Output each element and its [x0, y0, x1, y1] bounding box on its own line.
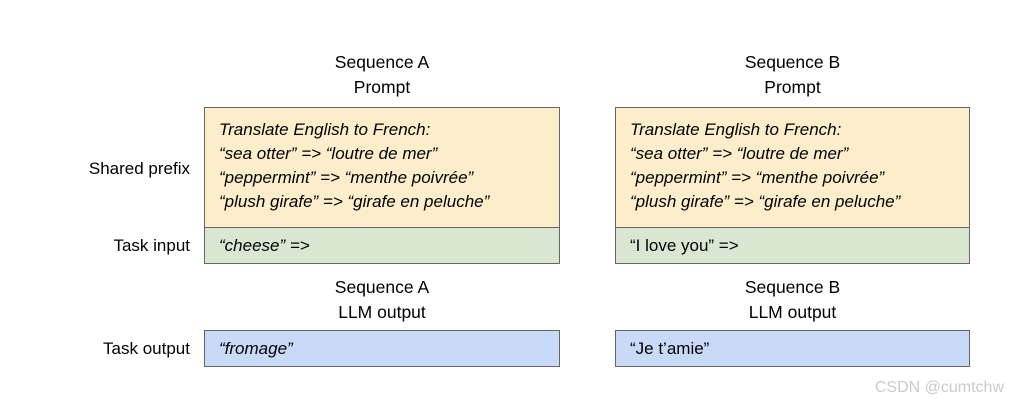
sequence-a-prompt-header-line2: Prompt [353, 77, 411, 97]
sequence-b-output-header: Sequence B LLM output [615, 275, 970, 325]
prompt-line: Translate English to French: [219, 120, 431, 139]
prompt-line: “peppermint” => “menthe poivrée” [219, 168, 474, 187]
sequence-b-prompt-box: Translate English to French: “sea otter”… [615, 107, 970, 228]
sequence-a-prompt-header: Sequence A Prompt [204, 50, 560, 100]
sequence-b-task-output-text: “Je t’amie” [630, 338, 710, 358]
task-output-label: Task output [103, 339, 190, 358]
sequence-b-output-header-line2: LLM output [748, 302, 837, 322]
csdn-watermark: CSDN @cumtchw [874, 379, 1004, 396]
sequence-a-task-output-text: “fromage” [219, 338, 293, 358]
shared-prefix-label: Shared prefix [88, 159, 190, 178]
sequence-b-task-input-text: “I love you” => [630, 235, 739, 255]
prompt-line: Translate English to French: [630, 120, 842, 139]
sequence-a-output-header-line2: LLM output [338, 302, 426, 322]
prompt-line: “plush girafe” => “girafe en peluche” [219, 192, 490, 211]
sequence-b-output-header-line1: Sequence B [744, 277, 841, 297]
prompt-line: “plush girafe” => “girafe en peluche” [630, 192, 901, 211]
prompt-line: “peppermint” => “menthe poivrée” [630, 168, 885, 187]
sequence-a-task-input-box: “cheese” => [204, 227, 560, 264]
sequence-a-prompt-header-line1: Sequence A [334, 52, 430, 72]
sequence-b-task-output-box: “Je t’amie” [615, 330, 970, 367]
sequence-a-task-input-text: “cheese” => [219, 235, 310, 255]
sequence-b-prompt-header-line2: Prompt [764, 77, 821, 97]
sequence-a-prompt-box: Translate English to French: “sea otter”… [204, 107, 560, 228]
sequence-b-prompt-header: Sequence B Prompt [615, 50, 970, 100]
task-input-label: Task input [113, 236, 190, 255]
sequence-b-prompt-header-line1: Sequence B [744, 52, 841, 72]
sequence-a-output-header-line1: Sequence A [334, 277, 430, 297]
prompt-line: “sea otter” => “loutre de mer” [219, 144, 438, 163]
sequence-a-task-output-box: “fromage” [204, 330, 560, 367]
prompt-line: “sea otter” => “loutre de mer” [630, 144, 849, 163]
sequence-b-task-input-box: “I love you” => [615, 227, 970, 264]
sequence-a-output-header: Sequence A LLM output [204, 275, 560, 325]
